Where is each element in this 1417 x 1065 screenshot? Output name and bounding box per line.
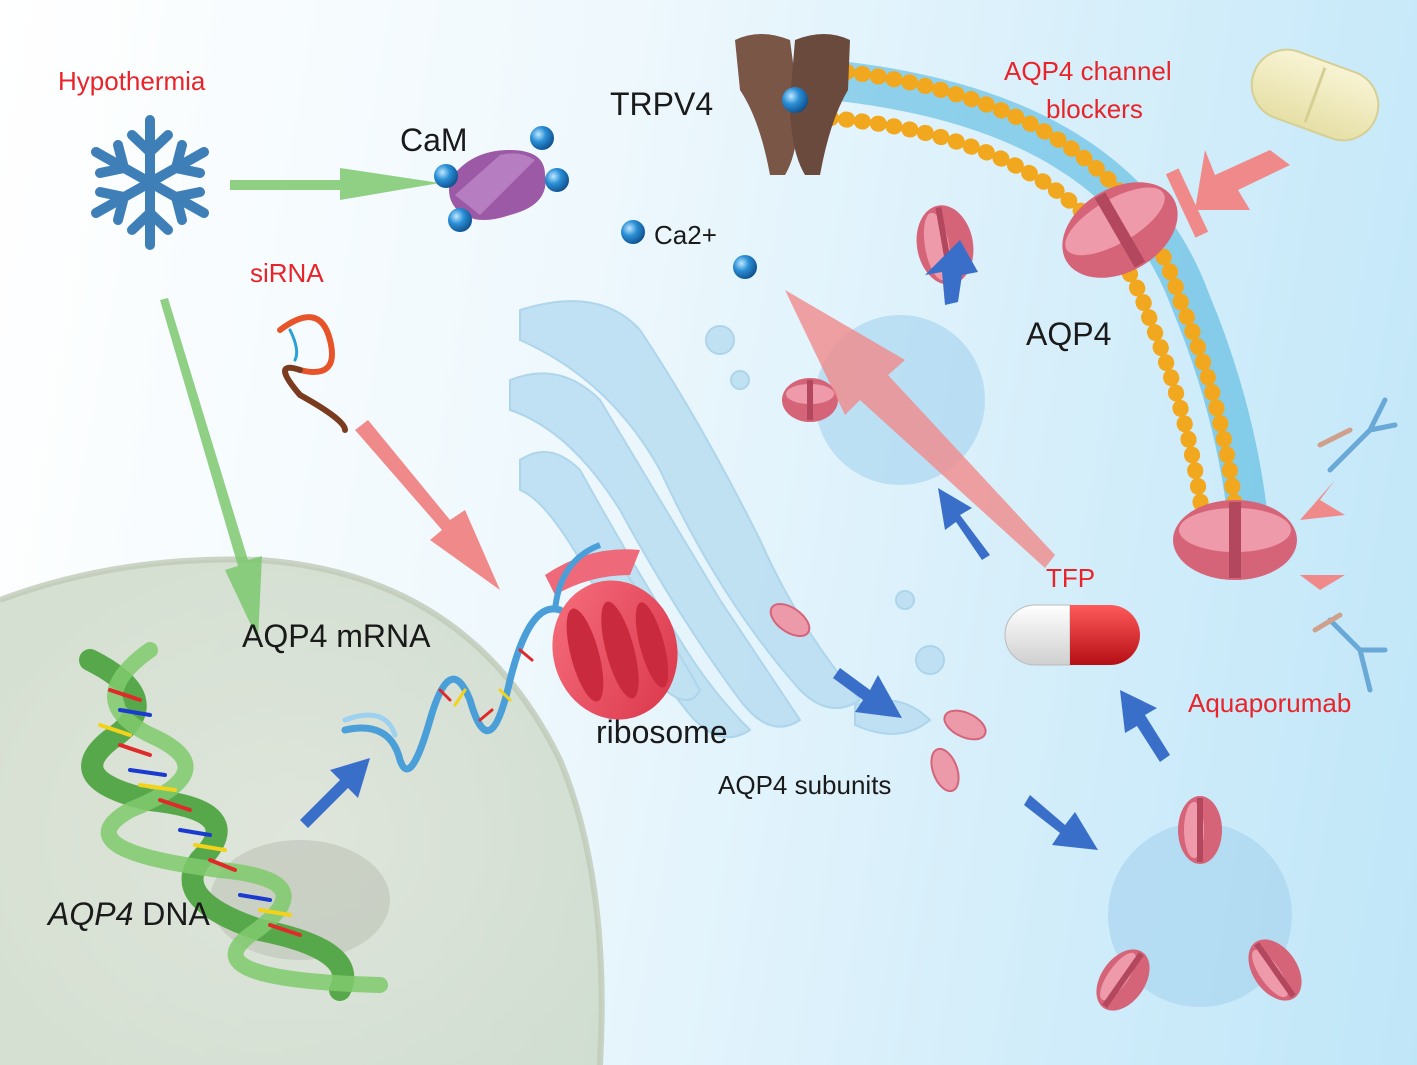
tfp-label: TFP [1046, 563, 1096, 593]
inhibit-arrow [1300, 575, 1345, 605]
dna-helix-icon [79, 642, 388, 1001]
process-arrow [300, 758, 370, 828]
calcium-ion-icon [545, 168, 569, 192]
antibody-icon [1312, 612, 1388, 693]
inhibit-arrow [1195, 150, 1290, 210]
trpv4-channel-icon [735, 34, 850, 175]
capsule-icon [1004, 604, 1140, 666]
calcium-ion-icon [530, 126, 554, 150]
membrane-icon [822, 60, 1270, 548]
blockers-label-line2: blockers [1046, 94, 1143, 124]
process-arrow [833, 240, 1170, 850]
hypothermia-label: Hypothermia [58, 66, 206, 96]
aqp4-dna-suffix: DNA [133, 896, 210, 932]
ribosome-icon [545, 542, 678, 720]
aqp4-subunits-label: AQP4 subunits [718, 770, 892, 800]
calcium-ion-icon [733, 255, 757, 279]
inhibit-arrow [1300, 480, 1345, 520]
aqp4-mrna-label: AQP4 mRNA [242, 618, 431, 654]
calcium-ion-icon [434, 164, 458, 188]
calcium-ion-icon [448, 208, 472, 232]
calcium-ion-icon [782, 87, 808, 113]
aquaporumab-label: Aquaporumab [1188, 688, 1352, 718]
pill-icon [1250, 48, 1380, 142]
antibody-icon [1317, 397, 1398, 473]
inhibit-arrow [355, 420, 500, 590]
cam-label: CaM [400, 122, 468, 158]
block-bar [1165, 168, 1209, 238]
ca2-label: Ca2+ [654, 220, 717, 250]
aqp4-dna-label: AQP4 DNA [48, 898, 210, 930]
snowflake-icon [91, 115, 209, 250]
ribosome-label: ribosome [596, 714, 728, 750]
cam-icon [434, 126, 569, 232]
calcium-ion-icon [621, 220, 645, 244]
channel-icon [1062, 182, 1178, 278]
channel-icon [1173, 500, 1297, 580]
aqp4-dna-gene: AQP4 [48, 896, 134, 932]
hypothermia-arrow [160, 168, 440, 640]
trpv4-label: TRPV4 [610, 86, 714, 122]
sirna-label: siRNA [250, 258, 324, 288]
blockers-label-line1: AQP4 channel [1004, 56, 1172, 86]
aqp4-subunits-icon [769, 603, 987, 793]
inhibit-arrow [785, 290, 1055, 568]
aqp4-label: AQP4 [1026, 316, 1112, 352]
sirna-strand-icon [277, 314, 348, 433]
vesicle-icon [1096, 796, 1302, 1011]
mrna-strand-icon [341, 605, 564, 773]
